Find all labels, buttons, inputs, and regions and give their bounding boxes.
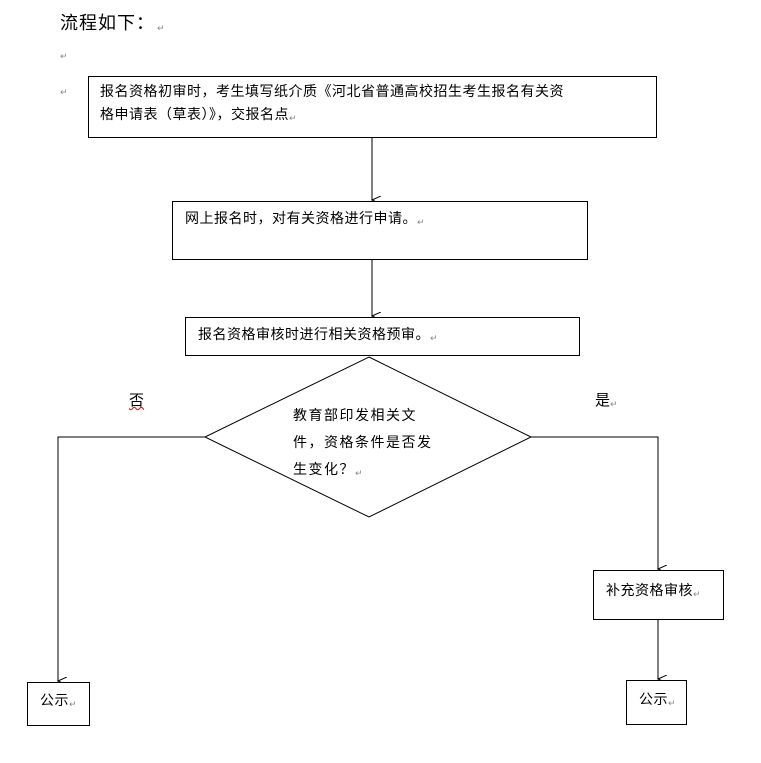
publish-left-text: 公示↵	[40, 693, 78, 710]
step3-box	[185, 317, 580, 356]
step1-text: 报名资格初审时，考生填写纸介质《河北省普通高校招生考生报名有关资 格申请表（草表…	[100, 81, 564, 129]
paragraph-mark-icon: ↵	[668, 699, 677, 709]
decision-text: 教育部印发相关文 件，资格条件是否发 生变化？↵	[293, 403, 433, 486]
decision-line1: 教育部印发相关文	[293, 408, 417, 424]
paragraph-mark-icon: ↵	[693, 590, 702, 600]
paragraph-mark-icon: ↵	[430, 334, 439, 344]
paragraph-mark-icon: ↵	[355, 469, 365, 479]
edge-decision-publish-left	[58, 436, 205, 681]
page-heading: 流程如下：↵	[60, 9, 166, 35]
supplement-text: 补充资格审核↵	[606, 583, 702, 600]
decision-diamond	[203, 356, 533, 518]
decision-line2: 件，资格条件是否发	[293, 435, 433, 451]
branch-label-no: 否	[129, 391, 145, 409]
step3-text: 报名资格审核时进行相关资格预审。↵	[198, 327, 439, 344]
paragraph-mark-icon: ↵	[60, 52, 68, 62]
supplement-box	[593, 570, 724, 620]
step2-box	[172, 201, 588, 260]
paragraph-mark-icon: ↵	[289, 114, 298, 124]
decision-line3: 生变化？↵	[293, 462, 365, 479]
branch-label-yes: 是↵	[595, 391, 618, 410]
publish-right-text: 公示↵	[639, 692, 677, 709]
publish-right-box	[626, 680, 687, 725]
step1-line1: 报名资格初审时，考生填写纸介质《河北省普通高校招生考生报名有关资	[100, 84, 564, 100]
edge-decision-supplement	[531, 436, 658, 569]
paragraph-mark-icon: ↵	[157, 24, 166, 34]
paragraph-mark-icon: ↵	[69, 700, 78, 710]
paragraph-mark-icon: ↵	[60, 88, 68, 98]
paragraph-mark-icon: ↵	[417, 218, 426, 228]
page-heading-text: 流程如下：	[60, 13, 155, 34]
publish-left-box	[27, 682, 90, 726]
step1-line2: 格申请表（草表）》，交报名点↵	[100, 107, 298, 124]
step1-box	[88, 76, 657, 138]
step2-text: 网上报名时，对有关资格进行申请。↵	[185, 211, 426, 228]
paragraph-mark-icon: ↵	[610, 400, 618, 410]
